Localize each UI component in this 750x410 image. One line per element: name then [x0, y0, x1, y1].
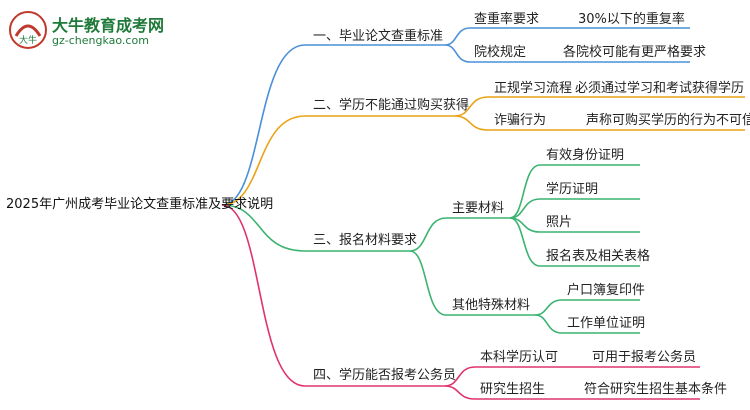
branch-4-child-2-connector	[444, 385, 476, 400]
branch-1-connector	[221, 44, 306, 206]
branch-2-label: 二、学历不能通过购买获得	[313, 98, 470, 113]
logo-url: gz-chengkao.com	[52, 34, 149, 47]
branch-4-child-1-detail: 可用于报考公务员	[592, 350, 697, 365]
branch-2-connector	[221, 115, 306, 206]
site-logo[interactable]: 大牛 大牛教育成考网 gz-chengkao.com	[8, 10, 193, 54]
branch-3-group-2-label: 其他特殊材料	[452, 298, 531, 313]
branch-2-child-2-label: 诈骗行为	[494, 113, 547, 128]
branch-3-group-1-item-4: 报名表及相关表格	[546, 249, 651, 264]
branch-1-child-2-connector	[444, 44, 471, 63]
branch-4-label: 四、学历能否报考公务员	[313, 368, 457, 383]
branch-2-child-2-connector	[454, 115, 489, 131]
branch-4-connector	[221, 204, 306, 387]
branch-3-group-2-item-2-connector	[534, 314, 563, 334]
branch-2-child-1-detail: 必须通过学习和考试获得学历	[575, 81, 745, 96]
branch-3-group-1-item-4-connector	[509, 217, 541, 267]
branch-3-group-1-label: 主要材料	[452, 201, 505, 216]
branch-3-group-2-item-1: 户口簿复印件	[567, 283, 646, 298]
branch-2-child-2-detail: 声称可购买学历的行为不可信	[586, 113, 750, 128]
branch-3-group-1-item-2: 学历证明	[546, 182, 599, 197]
branch-3-group-1-connector	[409, 217, 447, 252]
branch-3-group-1-item-3: 照片	[546, 215, 573, 230]
logo-title: 大牛教育成考网	[52, 16, 165, 35]
branch-3-group-1-item-1: 有效身份证明	[546, 148, 625, 163]
branch-1-child-1-detail: 30%以下的重复率	[578, 12, 685, 27]
branch-1-label: 一、毕业论文查重标准	[313, 29, 444, 44]
branch-1-child-1-label: 查重率要求	[474, 12, 540, 27]
branch-1-child-2-detail: 各院校可能有更严格要求	[563, 45, 707, 60]
branch-3-group-2-item-2: 工作单位证明	[567, 316, 646, 331]
branch-3-group-1-item-1-connector	[509, 164, 541, 219]
branch-3-connector	[221, 204, 306, 252]
logo-mark-icon: 大牛	[9, 11, 47, 49]
branch-1-child-2-label: 院校规定	[474, 45, 527, 60]
branch-3-label: 三、报名材料要求	[313, 233, 418, 248]
branch-4-child-2-label: 研究生招生	[480, 382, 546, 397]
branch-2-child-1-label: 正规学习流程	[494, 81, 573, 96]
branch-4-child-1-label: 本科学历认可	[480, 350, 559, 365]
branch-4-child-2-detail: 符合研究生招生基本条件	[584, 382, 728, 397]
root-topic: 2025年广州成考毕业论文查重标准及要求说明	[6, 197, 274, 212]
logo-mark-text: 大牛	[19, 34, 37, 46]
branch-3-group-2-connector	[409, 250, 447, 316]
branch-3-group-2-item-1-connector	[534, 299, 563, 316]
branch-1-child-1-connector	[444, 27, 471, 46]
